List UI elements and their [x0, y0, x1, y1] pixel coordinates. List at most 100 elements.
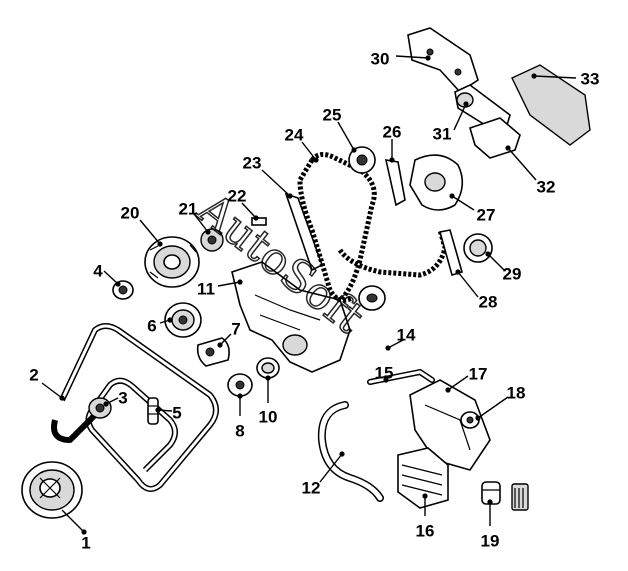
callout-label-18: 18	[507, 383, 526, 402]
callout-16: 16	[416, 493, 435, 540]
callout-21: 21	[179, 199, 211, 235]
leader-line-24	[301, 141, 317, 161]
idler-pulley-6	[164, 302, 202, 338]
alternator	[144, 236, 200, 288]
leader-dot-11	[237, 279, 243, 285]
callout-label-19: 19	[481, 531, 500, 550]
callout-15: 15	[375, 363, 394, 383]
callout-label-7: 7	[231, 319, 240, 338]
crank-sprocket	[358, 285, 386, 311]
callout-33: 33	[531, 69, 599, 88]
callout-label-25: 25	[323, 105, 342, 124]
bolt-22	[251, 217, 267, 226]
leader-line-32	[507, 147, 537, 181]
callout-6: 6	[147, 316, 173, 335]
leader-dot-8	[237, 393, 243, 399]
leader-dot-28	[455, 269, 461, 275]
callout-27: 27	[449, 193, 495, 224]
callout-label-2: 2	[29, 365, 38, 384]
callout-3: 3	[103, 388, 128, 407]
callout-label-26: 26	[383, 122, 402, 141]
callout-8: 8	[235, 393, 245, 440]
drive-belt	[51, 323, 219, 492]
leader-dot-18	[475, 415, 481, 421]
chain-guide-26	[384, 159, 406, 207]
leader-dot-7	[217, 342, 223, 348]
callout-label-12: 12	[302, 478, 321, 497]
sensor-18	[460, 411, 480, 429]
callout-26: 26	[383, 122, 402, 163]
leader-line-30	[395, 55, 429, 59]
engine-bracket-30	[407, 27, 479, 94]
leader-dot-17	[445, 387, 451, 393]
callout-label-16: 16	[416, 521, 435, 540]
leader-line-23	[261, 169, 291, 197]
leader-dot-6	[167, 317, 173, 323]
callout-25: 25	[323, 105, 357, 153]
leader-dot-10	[265, 375, 271, 381]
callout-1: 1	[61, 509, 91, 552]
leader-dot-27	[449, 193, 455, 199]
callout-label-4: 4	[93, 261, 103, 280]
leader-dot-5	[155, 407, 161, 413]
leader-dot-3	[103, 401, 109, 407]
callout-label-21: 21	[179, 199, 198, 218]
gear-21	[200, 228, 224, 252]
leader-line-29	[487, 253, 505, 271]
oil-filter-housing	[409, 379, 491, 471]
callout-23: 23	[243, 153, 293, 199]
camshaft-sprocket	[348, 146, 376, 174]
sprocket-29	[463, 233, 493, 263]
callout-5: 5	[155, 403, 182, 422]
leader-line-28	[457, 271, 479, 298]
leader-dot-23	[287, 193, 293, 199]
leader-dot-20	[157, 241, 163, 247]
leader-dot-1	[81, 529, 87, 535]
callout-label-14: 14	[397, 325, 416, 344]
leader-line-2	[41, 382, 63, 399]
callout-label-33: 33	[581, 69, 600, 88]
leader-dot-2	[59, 395, 65, 401]
callout-label-1: 1	[81, 533, 90, 552]
chain-guide-28	[438, 229, 463, 277]
callout-label-32: 32	[537, 177, 556, 196]
callout-22: 22	[228, 186, 259, 221]
leader-dot-24	[313, 157, 319, 163]
callout-17: 17	[445, 364, 488, 393]
callout-label-5: 5	[172, 403, 181, 422]
engine-mount-32	[469, 117, 521, 159]
timing-chain	[297, 152, 448, 303]
leader-line-4	[103, 270, 119, 285]
callout-label-6: 6	[147, 316, 156, 335]
idler-pulley-small	[88, 397, 112, 419]
callout-label-8: 8	[235, 421, 244, 440]
callout-label-22: 22	[228, 186, 247, 205]
callout-label-27: 27	[477, 205, 496, 224]
leader-dot-25	[351, 147, 357, 153]
seal-10	[256, 357, 280, 379]
callout-7: 7	[217, 319, 241, 348]
callout-20: 20	[121, 203, 163, 247]
leader-dot-31	[463, 101, 469, 107]
leader-dot-30	[425, 55, 431, 61]
callout-10: 10	[259, 375, 277, 426]
leader-line-20	[139, 219, 161, 245]
callout-label-15: 15	[375, 363, 394, 382]
callout-label-28: 28	[479, 292, 498, 311]
callout-31: 31	[433, 101, 469, 143]
leader-dot-22	[253, 215, 259, 221]
leader-dot-4	[115, 281, 121, 287]
timing-cover	[231, 261, 351, 373]
callout-24: 24	[285, 125, 319, 163]
callout-30: 30	[371, 49, 431, 68]
callout-label-17: 17	[469, 364, 488, 383]
leader-line-25	[337, 121, 355, 151]
pulley-8	[227, 373, 253, 397]
leader-dot-14	[385, 345, 391, 351]
leader-dot-12	[339, 451, 345, 457]
leader-dot-26	[389, 157, 395, 163]
callout-label-3: 3	[118, 388, 127, 407]
